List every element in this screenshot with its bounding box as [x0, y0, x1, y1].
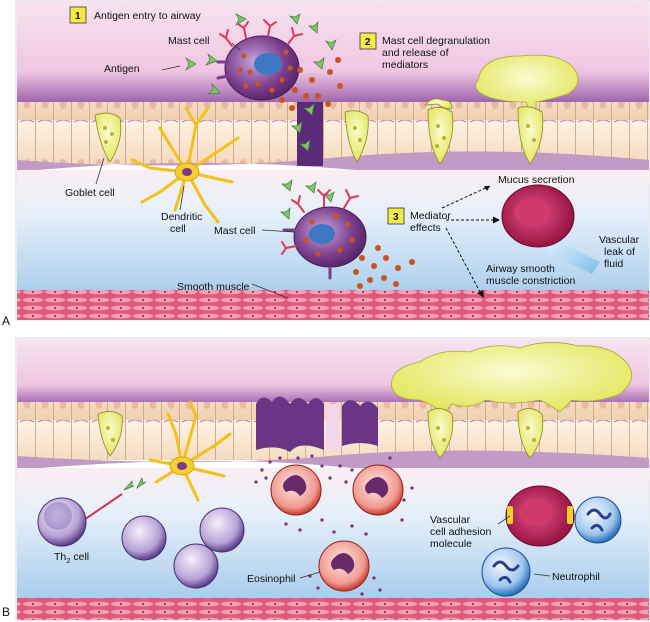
th2-cell-suffix: cell	[70, 551, 89, 563]
vascular-adhesion-label-1: Vascular	[430, 514, 471, 526]
mast-cell-bottom	[281, 189, 367, 280]
goblet-cell	[97, 411, 123, 457]
eosinophil-label: Eosinophil	[247, 573, 295, 585]
goblet-cell-label: Goblet cell	[65, 187, 115, 199]
damaged-epithelium	[256, 396, 378, 452]
smooth-muscle-band	[17, 290, 649, 320]
released-granules-bottom	[353, 245, 415, 289]
step-3-label: 3 Mediator effects	[387, 207, 451, 234]
eosinophil	[318, 540, 370, 592]
th2-cell-label: Th2 cell	[54, 551, 89, 565]
panel-a: 1 Antigen entry to airway 2 Mast cell de…	[15, 0, 650, 321]
adhesion-molecule-right	[567, 506, 573, 524]
airway-smooth-muscle-label-1: Airway smooth	[486, 263, 555, 275]
step-2-line-2: and release of	[382, 47, 449, 59]
step-2-number: 2	[365, 37, 371, 48]
goblet-cell	[517, 408, 544, 459]
mucus-glob	[475, 54, 579, 165]
vascular-leak-label-2: leak of	[604, 246, 635, 258]
basement-membrane	[17, 151, 649, 175]
dendritic-cell-label-2: cell	[170, 223, 186, 235]
eosinophil-granules	[254, 454, 414, 596]
neutrophil	[574, 496, 622, 544]
th2-cell	[37, 493, 123, 547]
mast-cell-top	[216, 19, 303, 101]
dendritic-cell	[130, 106, 240, 224]
basement-membrane-b	[17, 450, 649, 473]
dendritic-cell-b	[148, 400, 232, 502]
antigen-particles-b	[123, 476, 147, 491]
mucus-secretion-label: Mucus secretion	[498, 174, 575, 186]
step-1-label: 1 Antigen entry to airway	[69, 6, 202, 24]
adhesion-molecule-left	[507, 506, 513, 524]
mediator-arrows	[441, 185, 500, 298]
mast-cell-bottom-label: Mast cell	[214, 225, 255, 237]
mast-cell-top-label: Mast cell	[168, 35, 209, 47]
th2-cell-prefix: Th	[54, 551, 66, 563]
vascular-leak-label-3: fluid	[604, 258, 623, 270]
neutrophil-label: Neutrophil	[552, 571, 600, 583]
goblet-cell	[427, 408, 454, 459]
blood-vessel-b	[505, 485, 575, 547]
lymphocyte	[121, 515, 167, 561]
panel-b: Th2 cell Eosinophil Vascular cell adhesi…	[15, 337, 650, 621]
antigen-particles	[185, 13, 337, 220]
panel-b-letter: B	[2, 605, 10, 619]
blood-vessel	[501, 184, 600, 274]
step-1-text: Antigen entry to airway	[94, 10, 202, 22]
step-2-line-3: mediators	[382, 59, 428, 71]
goblet-cell	[344, 110, 369, 163]
vascular-adhesion-label-3: molecule	[430, 538, 472, 550]
step-2-line-1: Mast cell degranulation	[382, 35, 490, 47]
antigen-label: Antigen	[104, 63, 140, 75]
eosinophil	[352, 464, 404, 516]
lymphocyte	[199, 507, 245, 553]
leader-lines	[95, 42, 295, 299]
leader-lines-b	[299, 515, 551, 579]
step-3-number: 3	[393, 212, 399, 223]
neutrophil	[481, 547, 531, 597]
eosinophil	[270, 464, 322, 516]
panel-a-letter: A	[2, 314, 10, 328]
vascular-adhesion-label-2: cell adhesion	[430, 526, 491, 538]
vascular-leak-label-1: Vascular	[599, 234, 640, 246]
goblet-cell	[94, 112, 122, 163]
smooth-muscle-band-b	[17, 598, 649, 620]
smooth-muscle-label: Smooth muscle	[177, 281, 250, 293]
step-3-line-1: Mediator	[410, 210, 451, 222]
step-1-number: 1	[75, 11, 81, 22]
released-granules-top	[279, 57, 343, 111]
airway-smooth-muscle-label-2: muscle constriction	[486, 275, 575, 287]
th2-cell-subscript: 2	[66, 556, 70, 565]
step-2-label: 2 Mast cell degranulation and release of…	[359, 32, 490, 71]
step-3-line-2: effects	[410, 222, 441, 234]
dendritic-cell-label-1: Dendritic	[161, 211, 202, 223]
lymphocyte	[173, 543, 219, 589]
goblet-cell-secreting	[424, 98, 454, 165]
